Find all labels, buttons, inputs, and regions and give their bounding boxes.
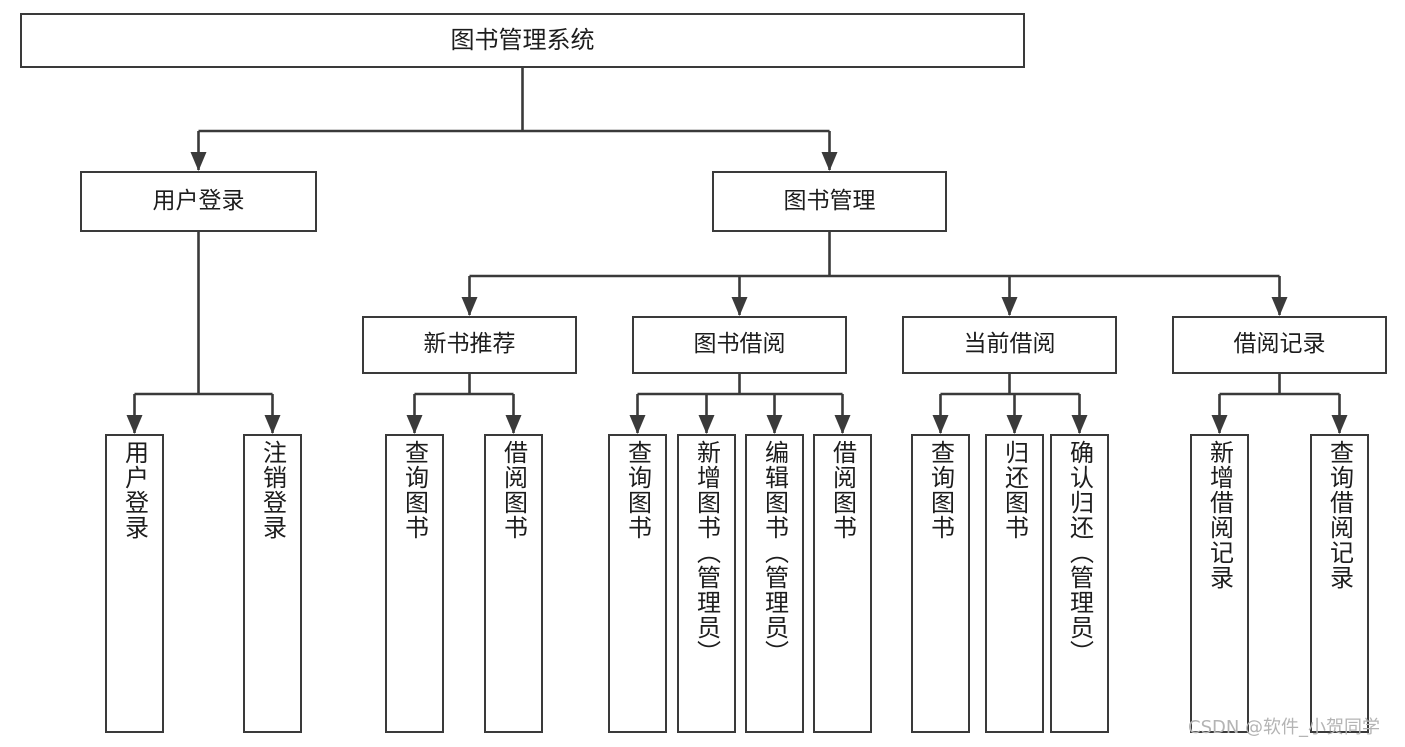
arrowhead-icon (834, 415, 851, 434)
node-label: 借阅记录 (1233, 331, 1326, 358)
node-label: 图书借阅 (693, 331, 786, 358)
node-label: 用户登录 (152, 187, 245, 214)
node-label: 查询图书 (400, 440, 429, 540)
node-label: 借阅图书 (499, 440, 528, 540)
node-leaf-edit-book[interactable]: 编辑图书（管理员） (745, 434, 804, 733)
arrowhead-icon (406, 415, 423, 434)
node-label: 查询图书 (623, 440, 652, 540)
node-book-manage[interactable]: 图书管理 (712, 171, 947, 232)
node-leaf-query-book-2[interactable]: 查询图书 (608, 434, 667, 733)
node-label: 新增借阅记录 (1205, 440, 1234, 590)
node-root[interactable]: 图书管理系统 (20, 13, 1025, 68)
node-label: 注销登录 (258, 440, 287, 540)
node-leaf-confirm-return[interactable]: 确认归还（管理员） (1050, 434, 1109, 733)
node-leaf-add-record[interactable]: 新增借阅记录 (1190, 434, 1249, 733)
node-user-login[interactable]: 用户登录 (80, 171, 317, 232)
node-label: 确认归还（管理员） (1065, 440, 1094, 665)
node-current-borrow[interactable]: 当前借阅 (902, 316, 1117, 374)
arrowhead-icon (1006, 415, 1023, 434)
arrowhead-icon (731, 297, 748, 316)
node-label: 当前借阅 (963, 331, 1056, 358)
node-label: 编辑图书（管理员） (760, 440, 789, 665)
arrowhead-icon (190, 152, 207, 171)
node-leaf-user-logout[interactable]: 注销登录 (243, 434, 302, 733)
node-leaf-query-record[interactable]: 查询借阅记录 (1310, 434, 1369, 733)
node-label: 图书管理系统 (450, 26, 595, 55)
node-book-borrow[interactable]: 图书借阅 (632, 316, 847, 374)
arrowhead-icon (698, 415, 715, 434)
arrowhead-icon (1001, 297, 1018, 316)
arrowhead-icon (126, 415, 143, 434)
arrowhead-icon (1271, 297, 1288, 316)
node-label: 查询图书 (926, 440, 955, 540)
arrowhead-icon (932, 415, 949, 434)
node-label: 借阅图书 (828, 440, 857, 540)
arrowhead-icon (821, 152, 838, 171)
node-label: 查询借阅记录 (1325, 440, 1354, 590)
arrowhead-icon (1331, 415, 1348, 434)
node-label: 新书推荐 (423, 331, 516, 358)
node-leaf-add-book[interactable]: 新增图书（管理员） (677, 434, 736, 733)
node-leaf-user-login[interactable]: 用户登录 (105, 434, 164, 733)
node-borrow-record[interactable]: 借阅记录 (1172, 316, 1387, 374)
arrowhead-icon (1211, 415, 1228, 434)
arrowhead-icon (1071, 415, 1088, 434)
arrowhead-icon (629, 415, 646, 434)
node-new-book-rec[interactable]: 新书推荐 (362, 316, 577, 374)
arrowhead-icon (264, 415, 281, 434)
node-leaf-query-book-1[interactable]: 查询图书 (385, 434, 444, 733)
watermark-text: CSDN @软件_小贺同学 (1188, 717, 1381, 738)
node-leaf-return-book[interactable]: 归还图书 (985, 434, 1044, 733)
arrowhead-icon (505, 415, 522, 434)
node-leaf-query-book-3[interactable]: 查询图书 (911, 434, 970, 733)
arrowhead-icon (461, 297, 478, 316)
node-leaf-borrow-book-1[interactable]: 借阅图书 (484, 434, 543, 733)
node-leaf-borrow-book-2[interactable]: 借阅图书 (813, 434, 872, 733)
node-label: 用户登录 (120, 440, 149, 540)
arrowhead-icon (766, 415, 783, 434)
node-label: 新增图书（管理员） (692, 440, 721, 665)
node-label: 图书管理 (783, 187, 876, 214)
node-label: 归还图书 (1000, 440, 1029, 540)
